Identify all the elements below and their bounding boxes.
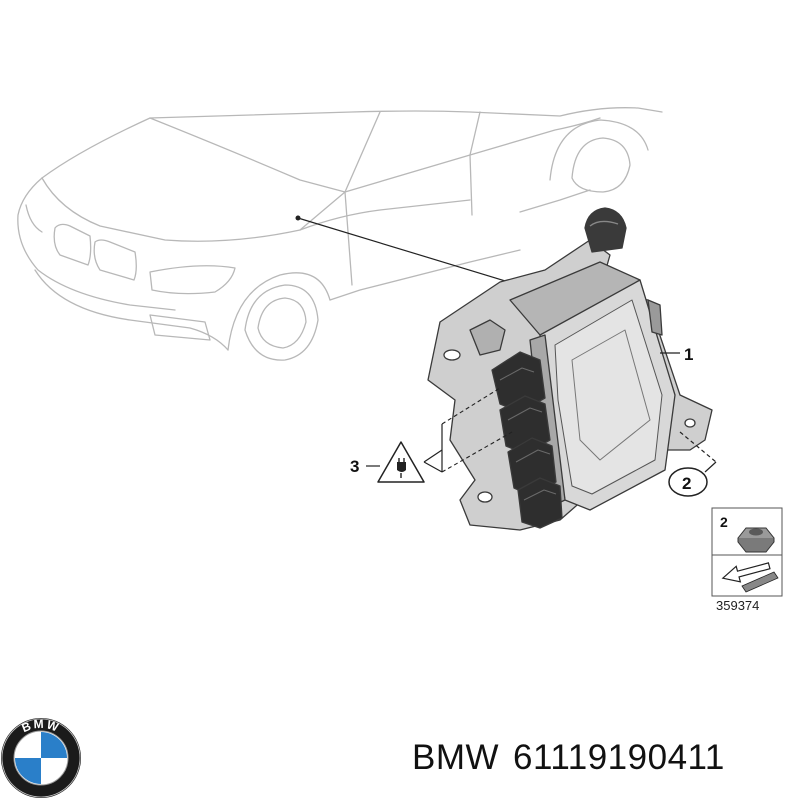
legend-box: 2 359374 bbox=[711, 507, 783, 613]
svg-text:BMW: BMW bbox=[20, 717, 63, 735]
location-leader-line bbox=[297, 217, 513, 284]
control-module-assembly bbox=[427, 207, 713, 531]
electrical-warning-icon bbox=[377, 441, 425, 483]
callout-2-leader bbox=[679, 431, 717, 463]
legend-code: 359374 bbox=[716, 598, 759, 613]
hex-nut-icon bbox=[737, 527, 775, 553]
callout-2-number: 2 bbox=[682, 474, 691, 493]
legend-item-number: 2 bbox=[720, 514, 728, 530]
callout-3-number: 3 bbox=[350, 457, 359, 476]
part-caption: BMW 61119190411 bbox=[412, 738, 725, 778]
arrow-down-left-icon bbox=[721, 562, 779, 593]
callout-2: 2 bbox=[668, 431, 717, 497]
car-outline bbox=[17, 107, 663, 361]
callout-3: 3 bbox=[350, 387, 513, 483]
bmw-logo: BMW bbox=[1, 717, 81, 798]
bmw-logo-lettering: BMW bbox=[20, 717, 61, 735]
callout-1-number: 1 bbox=[684, 345, 693, 364]
caption-part-number: 61119190411 bbox=[513, 738, 725, 777]
callout-2-circle bbox=[668, 467, 708, 497]
callout-1: 1 bbox=[660, 345, 693, 364]
caption-brand: BMW bbox=[412, 738, 500, 777]
